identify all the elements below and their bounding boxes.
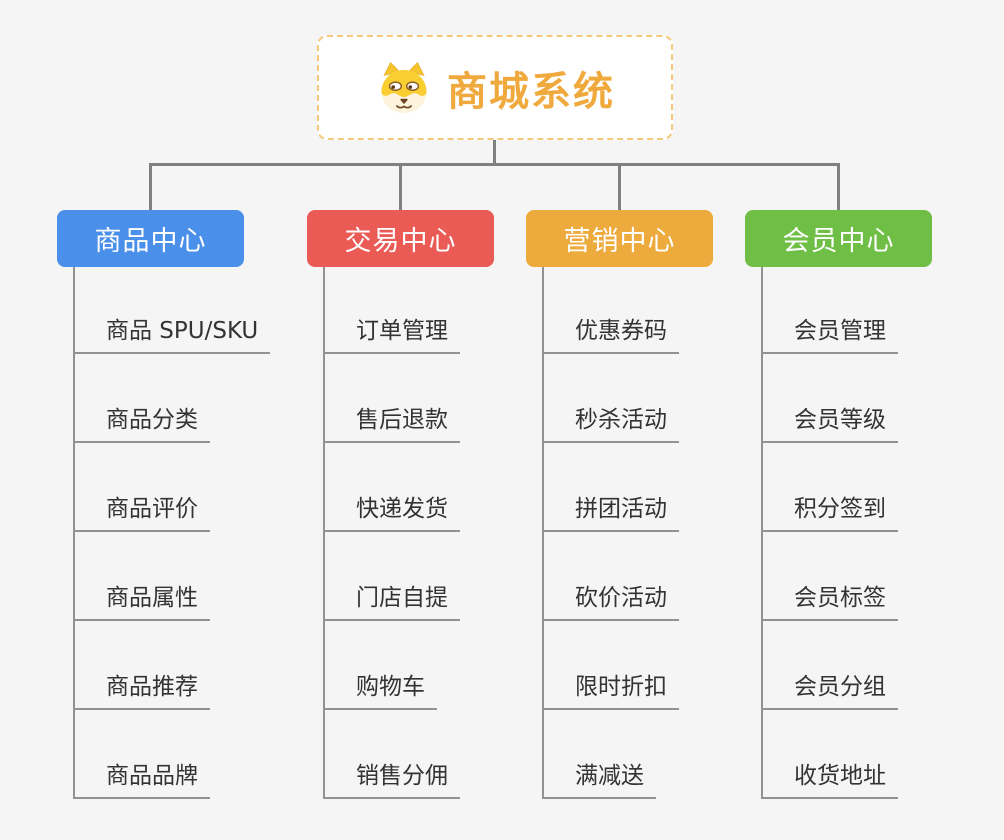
subtopic-node[interactable]: 砍价活动 xyxy=(542,532,679,621)
root-title: 商城系统 xyxy=(447,68,615,115)
branch-trunk-line xyxy=(73,267,75,799)
subtopic-node[interactable]: 积分签到 xyxy=(761,443,898,532)
subtopic-column-marketing: 优惠券码 秒杀活动 拼团活动 砍价活动 限时折扣 满减送 xyxy=(542,265,772,799)
branch-node-members[interactable]: 会员中心 xyxy=(745,210,932,267)
subtopic-column-products: 商品 SPU/SKU 商品分类 商品评价 商品属性 商品推荐 商品品牌 xyxy=(73,265,303,799)
branch-trunk-line xyxy=(323,267,325,799)
connector-line xyxy=(149,163,840,166)
subtopic-node[interactable]: 购物车 xyxy=(323,621,437,710)
subtopic-node[interactable]: 商品品牌 xyxy=(73,710,210,799)
subtopic-column-members: 会员管理 会员等级 积分签到 会员标签 会员分组 收货地址 xyxy=(761,265,991,799)
subtopic-node[interactable]: 订单管理 xyxy=(323,265,460,354)
root-node[interactable]: 商城系统 xyxy=(317,35,673,140)
branch-trunk-line xyxy=(542,267,544,799)
connector-line xyxy=(837,166,840,210)
subtopic-node[interactable]: 门店自提 xyxy=(323,532,460,621)
subtopic-node[interactable]: 会员等级 xyxy=(761,354,898,443)
subtopic-node[interactable]: 限时折扣 xyxy=(542,621,679,710)
connector-line xyxy=(618,166,621,210)
subtopic-node[interactable]: 商品分类 xyxy=(73,354,210,443)
branch-trunk-line xyxy=(761,267,763,799)
subtopic-node[interactable]: 会员分组 xyxy=(761,621,898,710)
subtopic-node[interactable]: 商品属性 xyxy=(73,532,210,621)
subtopic-node[interactable]: 售后退款 xyxy=(323,354,460,443)
subtopic-node[interactable]: 会员标签 xyxy=(761,532,898,621)
subtopic-node[interactable]: 商品推荐 xyxy=(73,621,210,710)
branch-node-products[interactable]: 商品中心 xyxy=(57,210,244,267)
connector-line xyxy=(149,166,152,210)
connector-line xyxy=(493,140,496,164)
subtopic-node[interactable]: 收货地址 xyxy=(761,710,898,799)
subtopic-node[interactable]: 销售分佣 xyxy=(323,710,460,799)
subtopic-column-trade: 订单管理 售后退款 快递发货 门店自提 购物车 销售分佣 xyxy=(323,265,553,799)
branch-node-marketing[interactable]: 营销中心 xyxy=(526,210,713,267)
subtopic-node[interactable]: 商品评价 xyxy=(73,443,210,532)
subtopic-node[interactable]: 拼团活动 xyxy=(542,443,679,532)
branch-node-trade[interactable]: 交易中心 xyxy=(307,210,494,267)
subtopic-node[interactable]: 秒杀活动 xyxy=(542,354,679,443)
connector-line xyxy=(399,166,402,210)
subtopic-node[interactable]: 满减送 xyxy=(542,710,656,799)
subtopic-node[interactable]: 商品 SPU/SKU xyxy=(73,265,271,354)
subtopic-node[interactable]: 会员管理 xyxy=(761,265,898,354)
subtopic-node[interactable]: 优惠券码 xyxy=(542,265,679,354)
subtopic-node[interactable]: 快递发货 xyxy=(323,443,460,532)
dog-face-icon xyxy=(381,61,427,113)
